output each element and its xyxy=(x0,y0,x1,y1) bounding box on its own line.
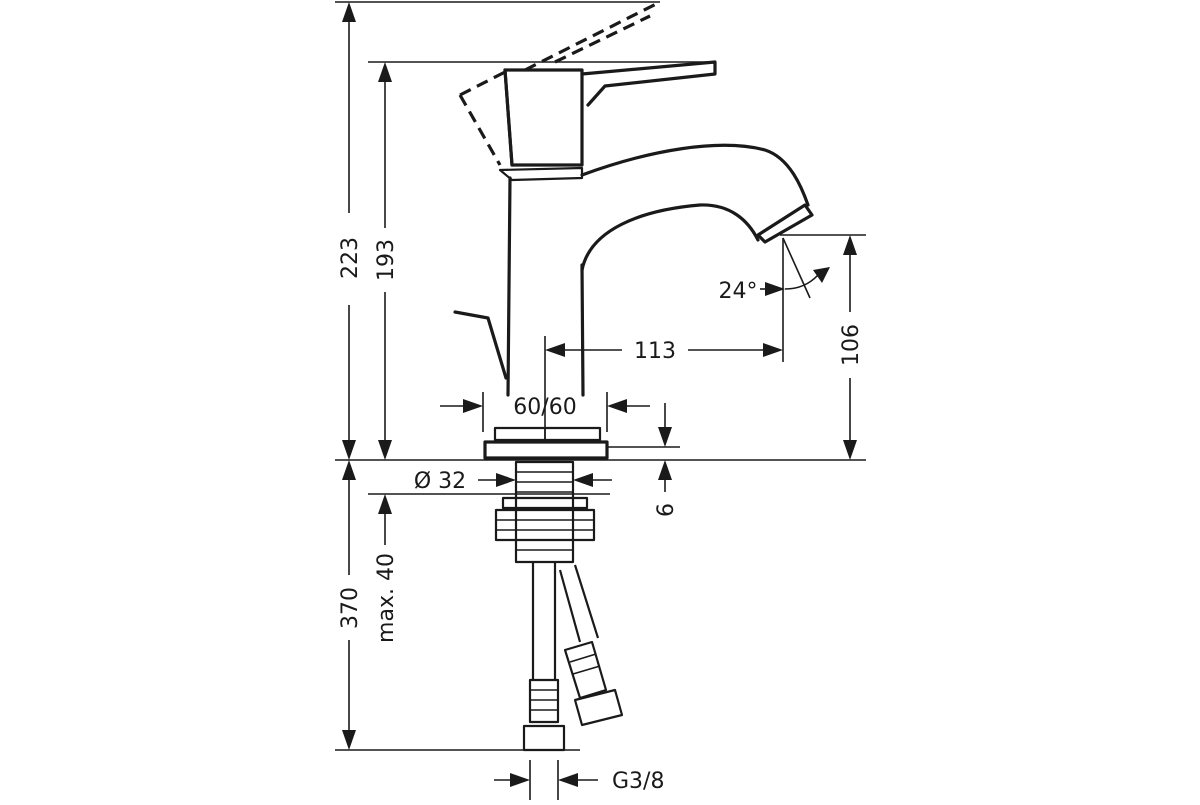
supply-hoses xyxy=(522,562,624,752)
column-right xyxy=(580,263,585,397)
base-plate xyxy=(483,440,609,460)
hose-straight xyxy=(531,562,557,680)
dimension-labels: 223 193 106 113 60/60 6 Ø 32 370 max. 40… xyxy=(338,237,864,794)
connector-nut-1 xyxy=(522,724,566,752)
spout-top xyxy=(580,143,810,207)
popup-rod xyxy=(453,310,508,380)
label-connection: G3/8 xyxy=(612,769,664,794)
handle-open-outline xyxy=(458,94,502,166)
base-ring xyxy=(493,426,602,442)
label-thread-diameter: Ø 32 xyxy=(414,469,466,494)
label-spout-height: 106 xyxy=(839,324,864,366)
hose-angled xyxy=(558,564,600,643)
label-body-height: 193 xyxy=(374,239,399,281)
mounting-shank xyxy=(494,460,596,564)
label-base-size: 60/60 xyxy=(513,395,576,420)
label-total-height: 223 xyxy=(338,237,363,279)
spout-bottom xyxy=(580,203,760,272)
extension-lines xyxy=(335,1,866,800)
aerator xyxy=(756,203,814,244)
handle-lever xyxy=(580,60,717,107)
label-base-plate: 6 xyxy=(654,503,679,517)
label-spout-angle: 24° xyxy=(719,279,758,304)
connector-nut-2 xyxy=(573,688,624,727)
label-spout-reach: 113 xyxy=(634,339,676,364)
label-hose-length: 370 xyxy=(338,587,363,629)
label-max-deck: max. 40 xyxy=(374,553,399,643)
faucet-body xyxy=(453,0,814,460)
handle-block xyxy=(503,68,584,167)
column-left xyxy=(506,176,512,397)
dimension-lines xyxy=(342,2,857,787)
